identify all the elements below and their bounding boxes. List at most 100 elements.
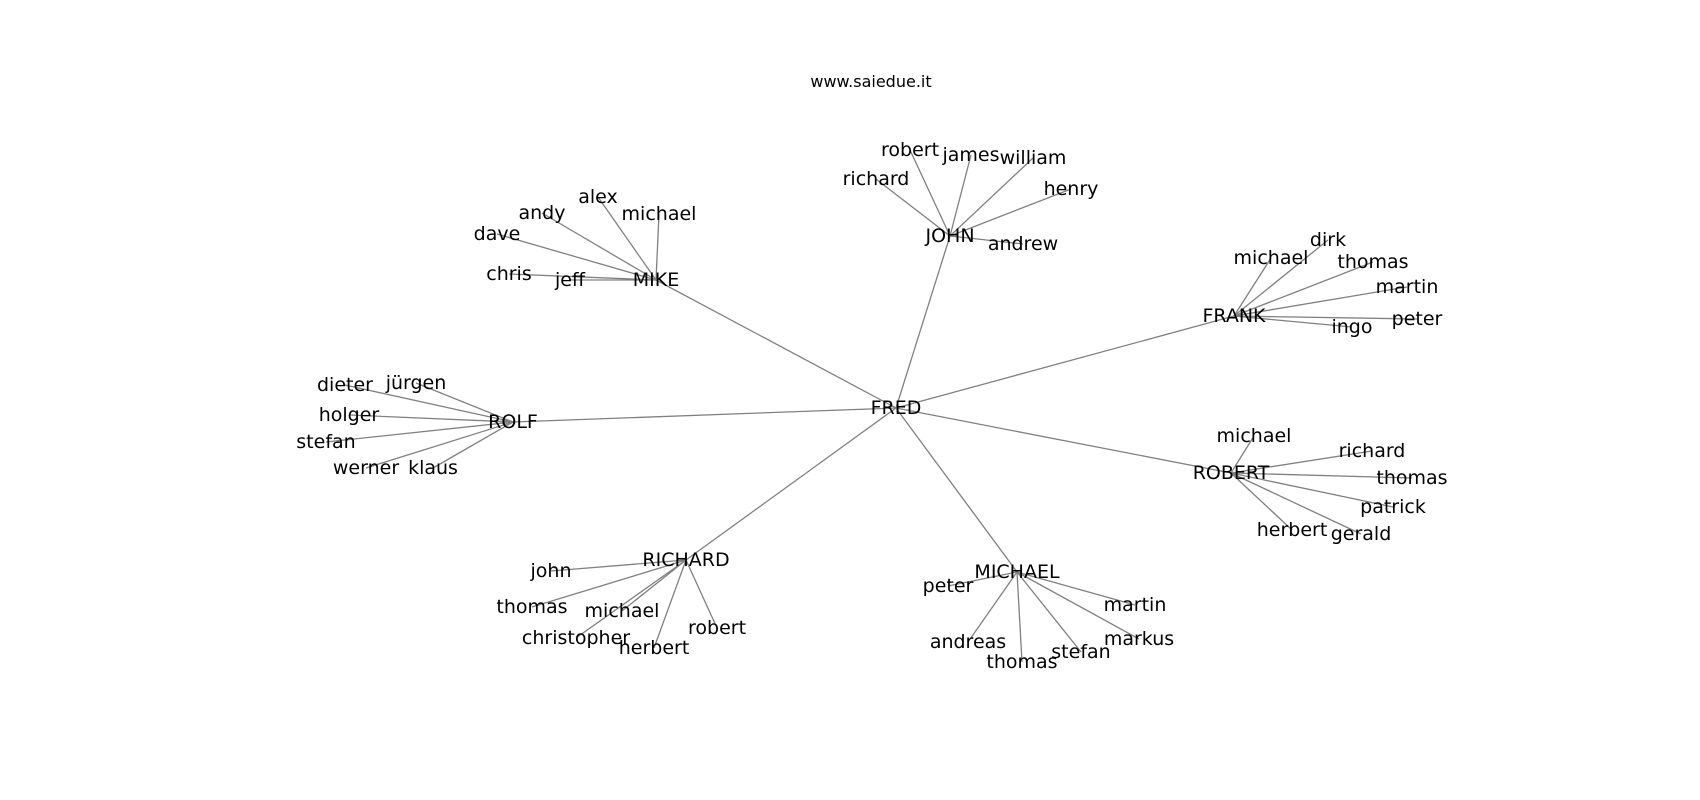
edge-rolf-werner [365, 421, 514, 469]
edge-robert-patrick [1230, 472, 1394, 508]
node-frank-peter: peter [1392, 308, 1443, 330]
node-robert-herbert: herbert [1257, 519, 1328, 541]
node-michael-markus: markus [1104, 628, 1174, 650]
node-frank: FRANK [1202, 305, 1266, 327]
node-rolf-holger: holger [319, 404, 380, 426]
node-mike-chris: chris [486, 263, 531, 285]
node-frank-michael: michael [1234, 247, 1309, 269]
node-richard: RICHARD [642, 549, 729, 571]
edge-robert-herbert [1230, 472, 1293, 531]
node-mike-michael: michael [622, 203, 697, 225]
node-frank-thomas: thomas [1337, 251, 1408, 273]
node-mike-dave: dave [474, 223, 521, 245]
edge-michael-martin [1016, 571, 1136, 606]
edge-richard-christopher [575, 559, 687, 639]
node-mike-alex: alex [578, 186, 618, 208]
node-john-henry: henry [1044, 178, 1099, 200]
edge-fred-mike [655, 279, 897, 409]
node-mike-andy: andy [519, 202, 566, 224]
edge-mike-chris [508, 273, 657, 281]
edge-john-william [949, 157, 1034, 237]
edge-john-robert [909, 149, 951, 237]
edge-michael-thomas [1016, 571, 1023, 663]
edge-fred-robert [895, 407, 1232, 474]
node-john-robert: robert [881, 139, 939, 161]
node-robert-richard: richard [1339, 440, 1406, 462]
edge-fred-michael [895, 407, 1018, 573]
edge-frank-ingo [1233, 315, 1353, 328]
node-john-james: james [941, 144, 999, 166]
edge-frank-martin [1233, 286, 1408, 317]
edge-fred-john [895, 235, 951, 409]
node-michael-andreas: andreas [930, 631, 1006, 653]
node-rolf: ROLF [488, 411, 538, 433]
node-richard-thomas: thomas [496, 596, 567, 618]
node-frank-ingo: ingo [1331, 316, 1372, 338]
node-frank-dirk: dirk [1310, 229, 1346, 251]
edge-rolf-dieter [344, 384, 514, 423]
edge-rolf-holger [348, 414, 514, 423]
node-john-william: william [1000, 147, 1067, 169]
edge-frank-michael [1233, 257, 1272, 317]
edge-john-henry [949, 188, 1072, 237]
node-rolf-dieter: dieter [317, 374, 373, 396]
node-rolf-stefan: stefan [296, 431, 355, 453]
edge-fred-richard [685, 407, 897, 561]
edge-robert-michael [1230, 435, 1255, 474]
edge-robert-thomas [1230, 472, 1413, 479]
edge-michael-stefan [1016, 571, 1082, 653]
node-frank-martin: martin [1376, 276, 1439, 298]
edge-richard-herbert [653, 559, 687, 649]
node-john-andrew: andrew [988, 233, 1058, 255]
edge-robert-gerald [1230, 472, 1362, 535]
node-richard-john: john [530, 560, 572, 582]
edge-richard-michael [621, 559, 687, 612]
node-john: JOHN [924, 225, 974, 247]
node-michael-thomas: thomas [986, 651, 1057, 673]
node-michael-stefan: stefan [1051, 641, 1110, 663]
node-rolf-werner: werner [333, 457, 399, 479]
edge-fred-rolf [512, 407, 897, 423]
edge-michael-peter [947, 571, 1018, 587]
edge-frank-thomas [1233, 261, 1374, 317]
node-robert-gerald: gerald [1331, 523, 1392, 545]
edge-fred-frank [895, 315, 1235, 409]
node-rolf-klaus: klaus [408, 457, 458, 479]
edge-rolf-jurgen [415, 382, 514, 423]
edge-mike-michael [655, 213, 660, 281]
edge-robert-richard [1230, 450, 1373, 474]
node-rolf-jurgen: jürgen [385, 372, 447, 394]
node-michael-martin: martin [1104, 594, 1167, 616]
node-robert-patrick: patrick [1360, 496, 1426, 518]
edge-frank-peter [1233, 315, 1418, 320]
node-mike: MIKE [633, 269, 679, 291]
edge-richard-thomas [531, 559, 687, 608]
edge-richard-robert [685, 559, 718, 629]
edge-rolf-klaus [432, 421, 514, 469]
edge-rolf-stefan [325, 421, 514, 443]
edge-john-richard [875, 178, 951, 237]
node-robert-michael: michael [1217, 425, 1292, 447]
node-richard-robert: robert [688, 617, 746, 639]
graph-title: www.saiedue.it [810, 72, 931, 91]
edge-john-james [949, 154, 972, 237]
edge-john-andrew [949, 235, 1024, 245]
node-michael-peter: peter [923, 575, 974, 597]
node-fred: FRED [871, 397, 922, 419]
node-mike-jeff: jeff [554, 269, 586, 291]
edge-michael-markus [1016, 571, 1140, 640]
node-richard-christopher: christopher [522, 627, 630, 649]
node-richard-michael: michael [585, 600, 660, 622]
node-michael: MICHAEL [974, 561, 1060, 583]
node-john-richard: richard [843, 168, 910, 190]
edge-richard-john [550, 559, 687, 572]
edge-mike-andy [541, 212, 657, 281]
node-richard-herbert: herbert [619, 637, 690, 659]
edges-layer [325, 149, 1418, 663]
edge-mike-dave [496, 233, 657, 281]
edge-mike-alex [597, 196, 657, 281]
edge-frank-dirk [1233, 239, 1329, 317]
node-robert-thomas: thomas [1376, 467, 1447, 489]
